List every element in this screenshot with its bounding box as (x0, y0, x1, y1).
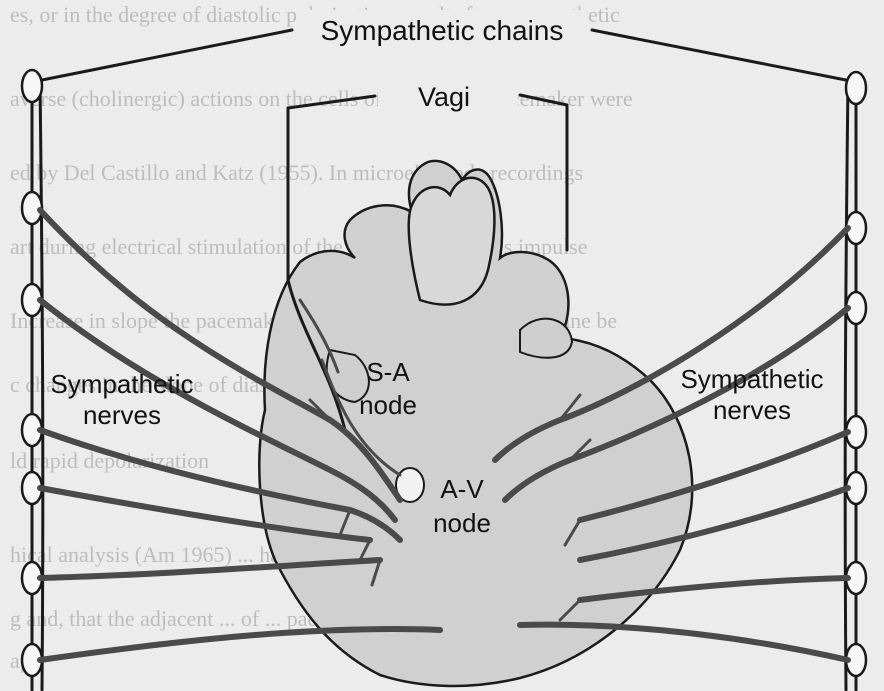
chain-connector-right (592, 30, 856, 82)
sa-node-label-line1: S-A (366, 357, 410, 387)
sa-node-label-line2: node (359, 390, 417, 420)
left-auricle (520, 319, 572, 358)
chain-connector-left (32, 30, 292, 82)
ganglion-right (846, 72, 866, 104)
ganglion-left (22, 70, 42, 102)
av-node-label-line1: A-V (440, 474, 484, 504)
vagi-label: Vagi (418, 82, 470, 112)
bg-text-line: ed by Del Castillo and Katz (1955). In m… (10, 160, 583, 185)
right-sympathetic-chain (845, 72, 866, 690)
av-node-label-line2: node (433, 508, 491, 538)
right-chain-trunk-inner (845, 80, 848, 690)
sympathetic-nerves-right-label-line1: Sympathetic (680, 364, 823, 394)
great-vessels (409, 178, 495, 305)
sympathetic-nerves-left-label-line2: nerves (83, 400, 161, 430)
sympathetic-chains-label: Sympathetic chains (321, 15, 564, 46)
sympathetic-nerves-right-label-line2: nerves (713, 395, 791, 425)
sympathetic-nerves-left-label-line1: Sympathetic (50, 369, 193, 399)
